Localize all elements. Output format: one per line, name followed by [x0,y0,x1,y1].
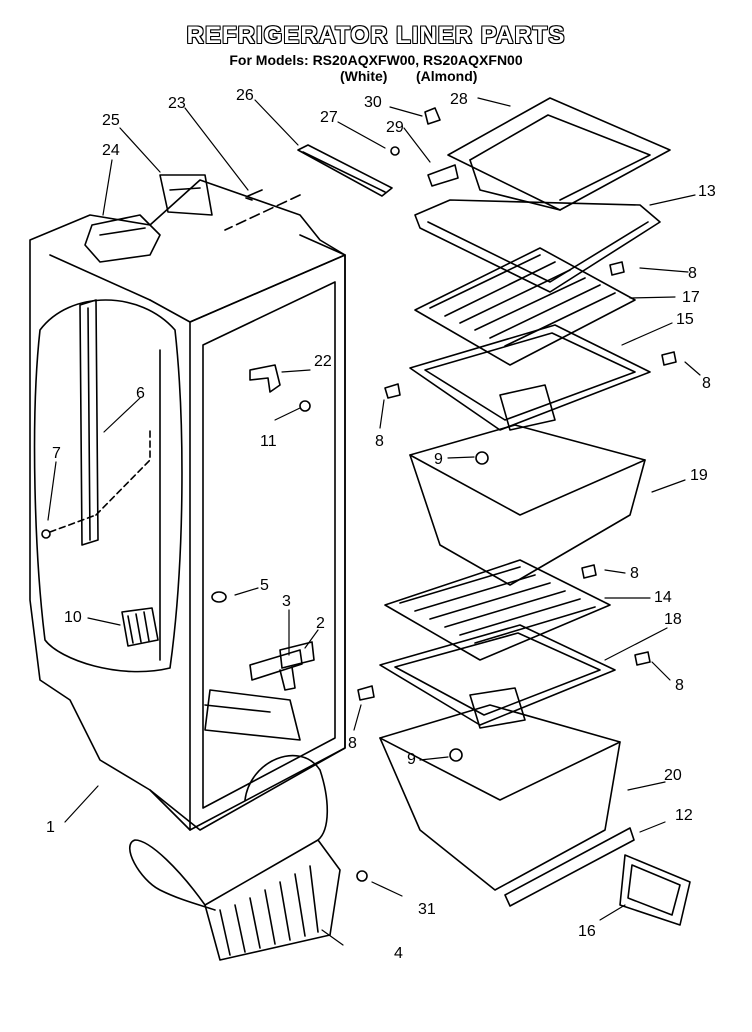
callout-3: 3 [282,593,291,610]
part-3-plate [249,649,303,681]
callout-5: 5 [260,577,269,594]
callout-19: 19 [690,467,708,484]
part-7-screw [41,529,51,539]
callout-8-a: 8 [688,265,697,282]
part-10-grille [121,607,159,647]
part-16-bracket [619,854,691,926]
part-13-cover [414,199,661,293]
callout-2: 2 [316,615,325,632]
callout-28: 28 [450,91,468,108]
part-23-screw [245,189,263,201]
callout-18: 18 [664,611,682,628]
callout-8-c: 8 [375,433,384,450]
part-8-pin-b [661,351,677,366]
liner-body [29,179,346,831]
part-12-rail [504,827,635,907]
part-11-screw [299,400,311,412]
part-28-meat-pan [447,97,671,211]
part-27-screw [390,146,400,156]
part-8-pin-f [357,685,375,701]
part-5-clip [211,591,227,603]
part-17-shelf [414,247,636,366]
callout-16: 16 [578,923,596,940]
part-6-rail [79,299,99,546]
callout-6: 6 [136,385,145,402]
callout-9-a: 9 [434,451,443,468]
model-numbers: For Models: RS20AQXFW00, RS20AQXFN00 [229,52,523,68]
callout-23: 23 [168,95,186,112]
part-19-crisper [409,384,646,586]
callout-15: 15 [676,311,694,328]
part-31-screw [356,870,368,882]
callout-22: 22 [314,353,332,370]
callout-8-b: 8 [702,375,711,392]
part-9-screw-a [475,451,489,465]
variant-almond: (Almond) [416,68,478,84]
part-9-screw-b [449,748,463,762]
leader-lines [47,97,701,946]
callout-7: 7 [52,445,61,462]
callout-20: 20 [664,767,682,784]
callout-12: 12 [675,807,693,824]
callout-8-d: 8 [630,565,639,582]
part-30-clip [424,107,441,125]
callout-8-e: 8 [675,677,684,694]
callout-24: 24 [102,142,120,159]
callout-4: 4 [394,945,403,962]
callout-8-f: 8 [348,735,357,752]
callout-9-b: 9 [407,751,416,768]
callout-17: 17 [682,289,700,306]
page-title: REFRIGERATOR LINER PARTS [186,22,566,49]
part-4-evaporator [129,754,341,961]
callout-27: 27 [320,109,338,126]
part-15-frame [409,324,651,431]
part-8-pin-d [581,564,597,579]
part-24-housing [84,214,161,263]
callout-26: 26 [236,87,254,104]
callout-14: 14 [654,589,672,606]
callout-11: 11 [260,433,277,450]
part-2-clip [279,641,315,669]
callout-29: 29 [386,119,404,136]
part-14-shelf [384,559,611,661]
part-20-crisper [379,687,621,891]
part-8-pin-c [384,383,401,399]
callout-10: 10 [64,609,82,626]
part-22-bracket [249,364,281,393]
part-8-pin-a [609,261,625,276]
callout-31: 31 [418,901,436,918]
part-18-frame [379,624,616,726]
part-29-channel [427,164,459,187]
callout-25: 25 [102,112,120,129]
callout-30: 30 [364,94,382,111]
variant-white: (White) [340,68,388,84]
part-26-bar [297,144,393,197]
callout-1: 1 [46,819,55,836]
part-8-pin-e [634,651,651,666]
part-25-cover [159,174,213,216]
callout-13: 13 [698,183,716,200]
